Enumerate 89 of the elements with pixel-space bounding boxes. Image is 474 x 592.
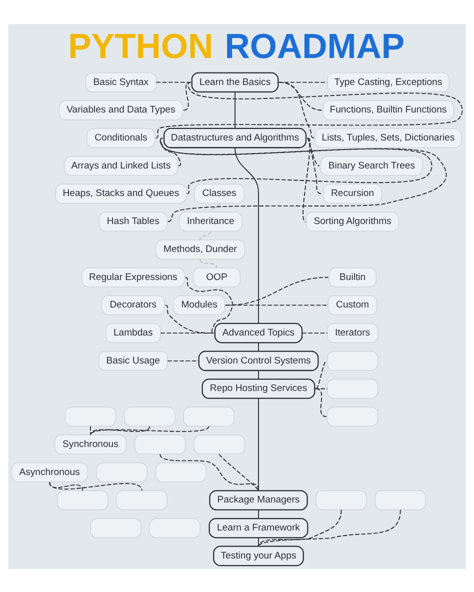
connector <box>234 90 236 128</box>
connector <box>160 332 216 334</box>
connector <box>160 137 447 222</box>
node-box <box>326 406 378 426</box>
node-box: Learn a Framework <box>208 517 308 538</box>
node-box <box>155 462 207 482</box>
connector <box>49 480 142 491</box>
connector <box>258 508 401 546</box>
node-box: Basic Usage <box>98 350 168 370</box>
node-box: Synchronous <box>54 434 127 454</box>
node-box: Conditionals <box>86 128 156 148</box>
connector <box>156 81 192 82</box>
connector <box>258 397 259 491</box>
node-box <box>124 406 176 426</box>
connector <box>234 146 259 324</box>
node-box <box>316 490 367 510</box>
node-box: Hash Tables <box>98 211 168 232</box>
connector <box>90 425 91 435</box>
node-box <box>64 406 116 426</box>
connector <box>278 81 315 138</box>
node-box: Arrays and Linked Lists <box>64 155 178 176</box>
node-box: Version Control Systems <box>198 350 319 371</box>
node-box: Learn the Basics <box>191 72 279 92</box>
connector <box>258 342 259 352</box>
connector <box>218 453 259 491</box>
connector <box>210 202 220 212</box>
connector <box>160 137 432 194</box>
node-box <box>194 434 245 454</box>
node-box: OOP <box>192 266 241 287</box>
connector <box>183 81 192 110</box>
node-box: Repo Hosting Services <box>202 378 316 398</box>
node-box <box>90 518 142 538</box>
node-box <box>116 490 168 510</box>
connector <box>226 276 329 306</box>
connector <box>90 425 210 435</box>
node-box <box>326 350 378 370</box>
connector <box>164 304 215 334</box>
connector <box>315 360 327 389</box>
node-box: Variables and Data Types <box>58 100 184 120</box>
node-box: Asynchronous <box>11 462 88 482</box>
node-box: Lambdas <box>105 322 161 343</box>
node-box: Methods, Dunder <box>155 238 245 259</box>
node-box <box>374 490 426 510</box>
node-box: Type Casting, Exceptions <box>326 72 450 92</box>
node-box: Iterators <box>326 322 378 343</box>
node-box: Functions, Builtin Functions <box>322 100 454 120</box>
connector <box>315 388 327 417</box>
connector <box>200 230 212 240</box>
connector <box>306 137 323 194</box>
node-box <box>96 462 148 482</box>
node-box <box>134 434 186 454</box>
node-box: Lists, Tuples, Sets, Dictionaries <box>314 128 462 148</box>
node-box <box>149 518 201 538</box>
connector <box>302 332 328 334</box>
node-box: Advanced Topics <box>214 322 303 343</box>
connector <box>258 370 259 380</box>
connector <box>302 137 310 222</box>
node-box: Classes <box>194 183 245 204</box>
diagram-title: PYTHON ROADMAP <box>68 26 405 66</box>
connector <box>155 81 463 138</box>
connector <box>306 137 320 166</box>
connector <box>167 360 200 361</box>
connector <box>160 453 259 491</box>
node-box: Decorators <box>101 294 165 315</box>
connector <box>278 81 328 82</box>
connector <box>258 508 259 518</box>
connector <box>258 508 342 546</box>
node-box: Datastructures and Algorithms <box>163 127 307 148</box>
node-box <box>183 406 235 426</box>
node-box: Modules <box>173 294 226 315</box>
connector <box>314 388 328 389</box>
node-box <box>56 490 108 510</box>
node-box: Recursion <box>322 183 382 204</box>
connector <box>90 425 150 435</box>
node-box: Basic Syntax <box>85 72 157 92</box>
node-box: Testing your Apps <box>213 545 304 566</box>
connector <box>258 536 259 546</box>
node-box: Regular Expressions <box>81 266 185 287</box>
connector <box>224 304 329 306</box>
node-box: Heaps, Stacks and Queues <box>55 183 187 204</box>
node-box: Custom <box>328 294 378 315</box>
node-box: Binary Search Trees <box>320 155 424 176</box>
connector <box>200 258 218 268</box>
node-box: Package Managers <box>209 490 308 510</box>
node-box: Inheritance <box>178 211 242 232</box>
connector <box>184 276 233 334</box>
node-box: Sorting Algorithms <box>306 211 400 232</box>
node-box <box>326 378 378 398</box>
node-box: Builtin <box>328 266 376 287</box>
